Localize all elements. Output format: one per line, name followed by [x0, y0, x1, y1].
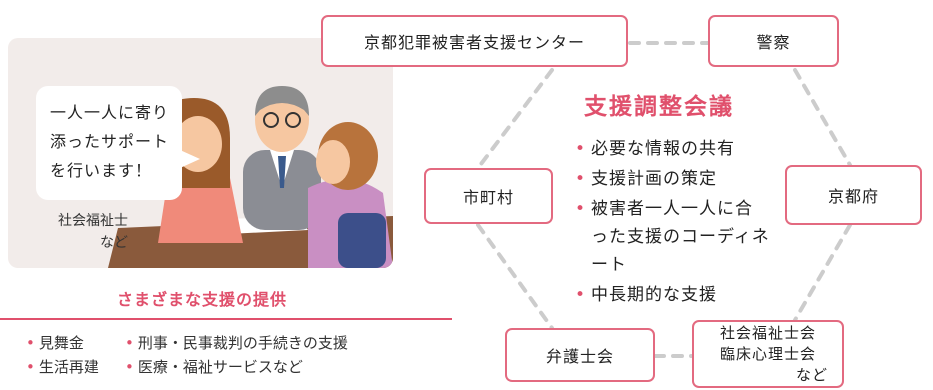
- bullet-icon: •: [26, 334, 35, 352]
- provision-item: •医療・福祉サービスなど: [125, 358, 303, 376]
- bullet-icon: •: [125, 358, 134, 376]
- staff-label: 社会福祉士 など: [58, 213, 128, 251]
- provision-divider: [0, 318, 452, 320]
- speech-bubble: 一人一人に寄り 添ったサポート を行います！: [36, 86, 200, 200]
- connector-center-city: [476, 68, 554, 170]
- node-lawyer: 弁護士会: [505, 328, 655, 382]
- node-welfare: 社会福祉士会 臨床心理士会 など: [692, 320, 844, 388]
- consultation-illustration: [108, 86, 393, 268]
- node-city: 市町村: [424, 168, 553, 224]
- node-support-center: 京都犯罪被害者支援センター: [321, 15, 628, 67]
- node-prefecture: 京都府: [785, 165, 922, 225]
- provision-item: •刑事・民事裁判の手続きの支援: [125, 334, 348, 352]
- connector-city-lawyer: [476, 223, 554, 330]
- provision-title: さまざまな支援の提供: [116, 290, 287, 309]
- meeting-item: 中長期的な支援: [575, 281, 775, 309]
- speech-bubble-text: 一人一人に寄り 添ったサポート を行います！: [50, 103, 170, 180]
- meeting-item: 必要な情報の共有: [575, 135, 775, 163]
- meeting-item: 支援計画の策定: [575, 165, 775, 193]
- meeting-title: 支援調整会議: [584, 94, 734, 120]
- connector-prefecture-welfare: [793, 223, 852, 322]
- meeting-item: 被害者一人一人に合った支援のコーディネート: [575, 195, 770, 279]
- provision-item: •見舞金: [26, 334, 84, 352]
- bullet-icon: •: [125, 334, 134, 352]
- man-body: [243, 150, 321, 230]
- connector-police-prefecture: [793, 68, 852, 167]
- provision-item: •生活再建: [26, 358, 99, 376]
- chair-shape: [338, 213, 386, 268]
- illustration-panel: 一人一人に寄り 添ったサポート を行います！ 社会福祉士 など: [8, 38, 393, 268]
- bullet-icon: •: [26, 358, 35, 376]
- meeting-list: 必要な情報の共有 支援計画の策定 被害者一人一人に合った支援のコーディネート 中…: [575, 135, 775, 311]
- node-police: 警察: [708, 15, 839, 67]
